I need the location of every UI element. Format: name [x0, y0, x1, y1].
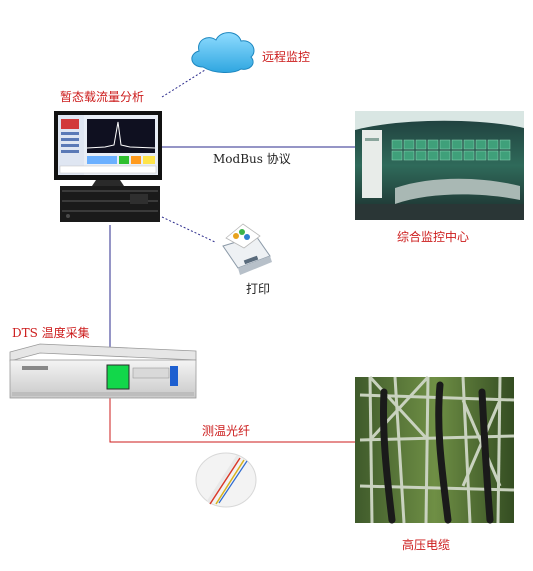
link-pc-cloud	[161, 69, 206, 98]
dts-unit-icon	[9, 343, 197, 399]
fiber-icon	[195, 452, 257, 508]
modbus-edge-label: ModBus 协议	[213, 152, 291, 166]
cloud-label: 远程监控	[262, 50, 311, 64]
cable-label: 高压电缆	[402, 538, 451, 552]
analysis-pc-label: 暂态载流量分析	[60, 90, 145, 104]
cloud-icon	[191, 32, 255, 73]
link-dts-cable-fiber	[109, 398, 355, 443]
dts-unit-label: DTS 温度采集	[12, 326, 90, 340]
link-pc-printer	[161, 216, 216, 243]
monitor-center-photo	[355, 111, 524, 220]
fiber-label: 测温光纤	[202, 424, 251, 438]
analysis-pc-icon	[54, 111, 162, 222]
monitor-center-label: 综合监控中心	[397, 230, 470, 244]
cable-photo	[355, 375, 515, 524]
printer-icon	[222, 223, 272, 275]
printer-label: 打印	[246, 282, 271, 296]
